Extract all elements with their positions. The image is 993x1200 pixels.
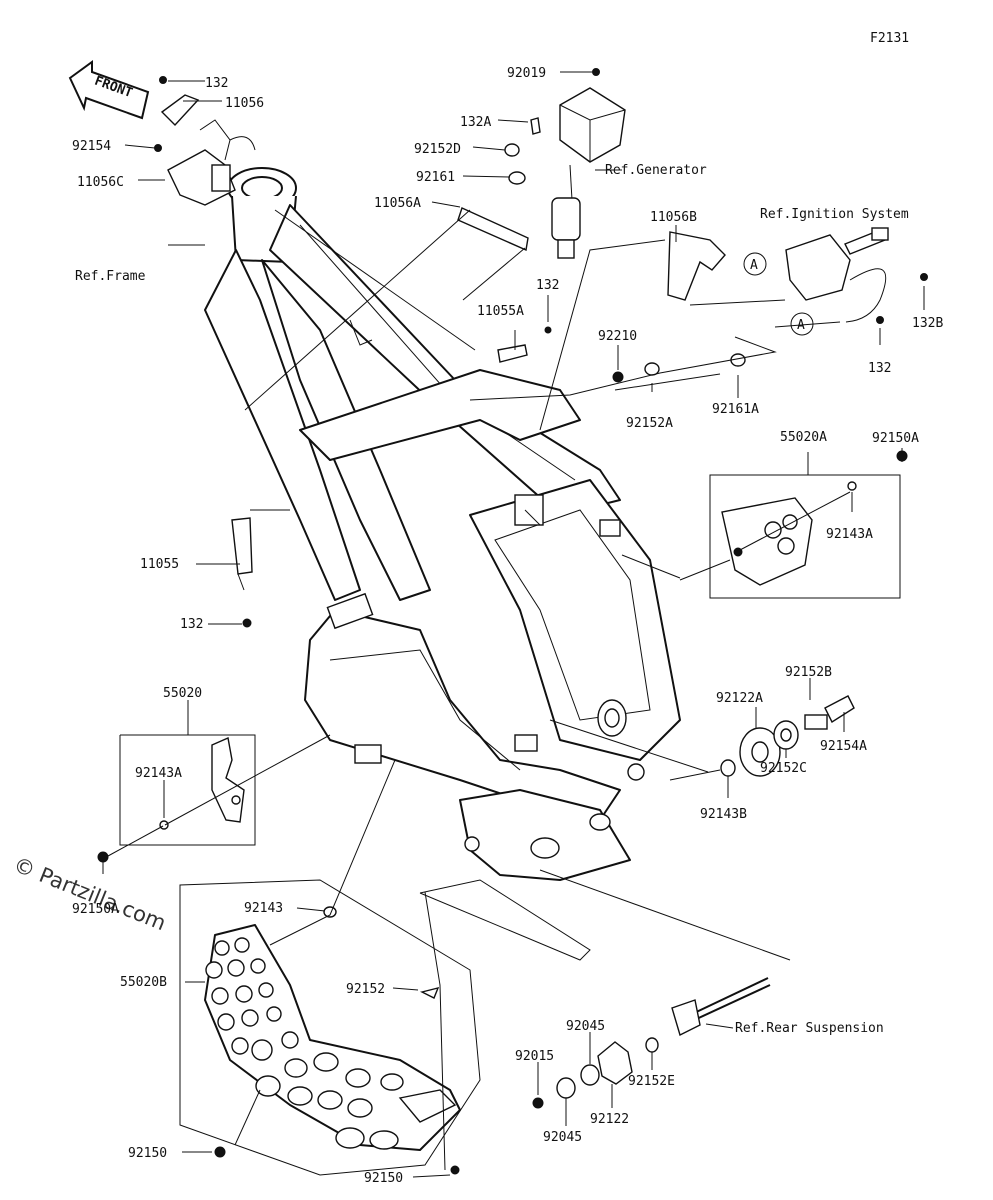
guard-55020 — [97, 737, 245, 863]
callout-a-bottom-circle — [790, 312, 814, 336]
diagram-code: F2131 — [870, 31, 909, 46]
part-label-92015[interactable]: 92015 — [515, 1049, 554, 1064]
skid-plate-55020B — [204, 906, 461, 1175]
callout-a-top-circle — [743, 252, 767, 276]
part-label-92143a-left[interactable]: 92143A — [135, 766, 182, 781]
part-label-132-left[interactable]: 132 — [180, 617, 203, 632]
part-label-92019[interactable]: 92019 — [507, 66, 546, 81]
part-label-132b[interactable]: 132B — [912, 316, 943, 331]
part-label-92152[interactable]: 92152 — [346, 982, 385, 997]
part-label-11056c[interactable]: 11056C — [77, 175, 124, 190]
ref-frame[interactable]: Ref.Frame — [75, 269, 146, 284]
bracket-11055 — [231, 517, 253, 628]
watermark: © Partzilla.com — [10, 852, 169, 935]
part-label-11055a[interactable]: 11055A — [477, 304, 524, 319]
ignition-coil-assembly — [497, 227, 928, 383]
part-label-92152e[interactable]: 92152E — [628, 1074, 675, 1089]
part-label-92161a[interactable]: 92161A — [712, 402, 759, 417]
part-label-92143b[interactable]: 92143B — [700, 807, 747, 822]
part-label-92154a[interactable]: 92154A — [820, 739, 867, 754]
part-label-132-mid[interactable]: 132 — [536, 278, 559, 293]
part-label-92161[interactable]: 92161 — [416, 170, 455, 185]
front-arrow: FRONT — [68, 60, 150, 120]
engine-mount-collars — [720, 695, 855, 777]
part-label-92045-bottom[interactable]: 92045 — [543, 1130, 582, 1145]
part-label-92150a-bottom[interactable]: 92150A — [72, 902, 119, 917]
part-label-11056b[interactable]: 11056B — [650, 210, 697, 225]
part-label-11055[interactable]: 11055 — [140, 557, 179, 572]
ref-ignition-system[interactable]: Ref.Ignition System — [760, 207, 909, 222]
rear-suspension-hardware — [532, 977, 771, 1109]
part-label-55020[interactable]: 55020 — [163, 686, 202, 701]
part-label-55020b[interactable]: 55020B — [120, 975, 167, 990]
part-label-11056[interactable]: 11056 — [225, 96, 264, 111]
callout-a-top: A — [750, 258, 758, 273]
part-label-92152b[interactable]: 92152B — [785, 665, 832, 680]
part-label-55020a[interactable]: 55020A — [780, 430, 827, 445]
main-frame — [204, 167, 681, 881]
callout-a-bottom: A — [797, 318, 805, 333]
regulator-assembly — [457, 68, 626, 259]
part-label-92152d[interactable]: 92152D — [414, 142, 461, 157]
part-label-92152c[interactable]: 92152C — [760, 761, 807, 776]
part-label-92143[interactable]: 92143 — [244, 901, 283, 916]
guard-55020A — [721, 450, 908, 586]
part-label-92122[interactable]: 92122 — [590, 1112, 629, 1127]
part-label-92154[interactable]: 92154 — [72, 139, 111, 154]
leader-lines — [102, 71, 925, 1178]
part-label-92210[interactable]: 92210 — [598, 329, 637, 344]
part-label-92150a-top[interactable]: 92150A — [872, 431, 919, 446]
part-label-92150-bottom[interactable]: 92150 — [364, 1171, 403, 1186]
part-label-132-right[interactable]: 132 — [868, 361, 891, 376]
front-arrow-label: FRONT — [92, 74, 134, 102]
part-label-132[interactable]: 132 — [205, 76, 228, 91]
part-label-11056a[interactable]: 11056A — [374, 196, 421, 211]
bracket-11056-assembly — [154, 76, 256, 206]
part-label-92143a-right[interactable]: 92143A — [826, 527, 873, 542]
part-label-92150-left[interactable]: 92150 — [128, 1146, 167, 1161]
part-label-92045-top[interactable]: 92045 — [566, 1019, 605, 1034]
part-label-92152a[interactable]: 92152A — [626, 416, 673, 431]
part-label-92122a[interactable]: 92122A — [716, 691, 763, 706]
ref-generator[interactable]: Ref.Generator — [605, 163, 707, 178]
part-label-132a[interactable]: 132A — [460, 115, 491, 130]
ref-rear-suspension[interactable]: Ref.Rear Suspension — [735, 1021, 884, 1036]
